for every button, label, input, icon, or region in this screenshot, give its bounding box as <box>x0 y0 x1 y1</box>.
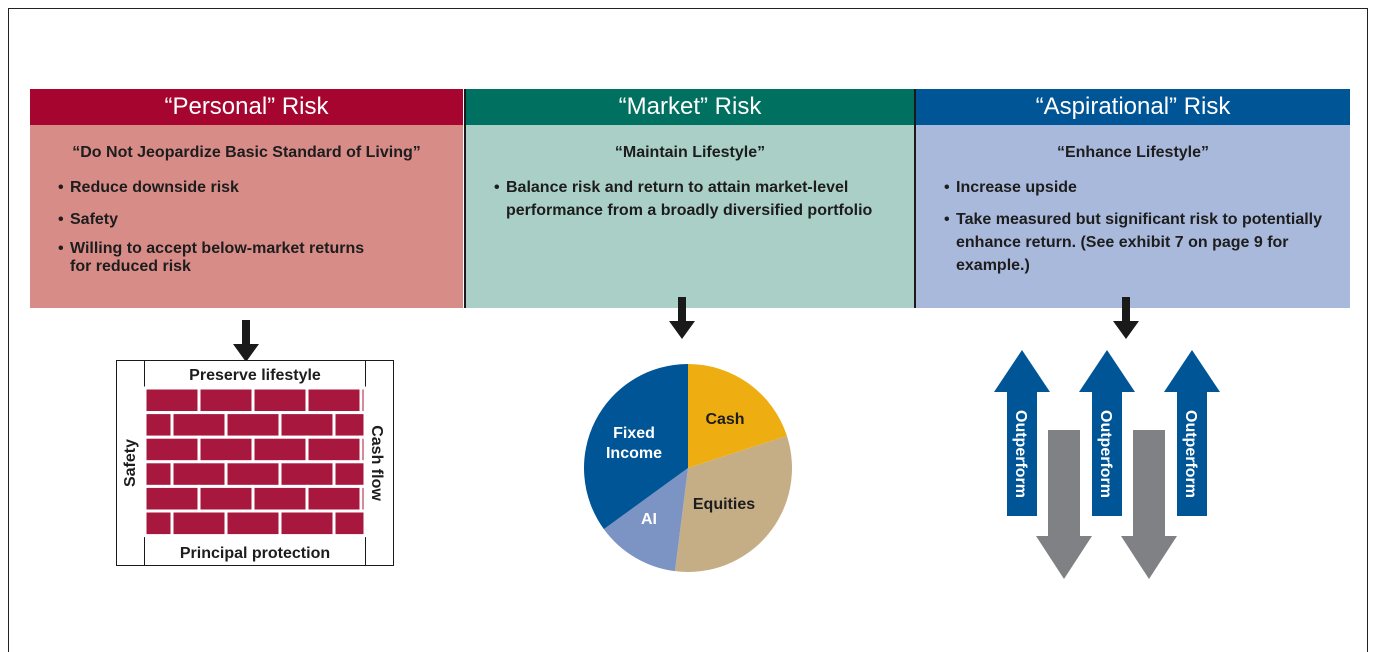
up-arrow-icon <box>994 350 1050 516</box>
brick <box>197 484 255 513</box>
brick <box>278 460 336 488</box>
down-arrow-icon <box>1113 297 1139 339</box>
pie-slice <box>603 468 688 572</box>
brick <box>332 411 367 439</box>
outperform-arrows: Outperform Outperform Outperform <box>994 350 1220 579</box>
brick <box>332 509 367 538</box>
up-arrow-icon <box>1079 350 1135 516</box>
brick <box>224 460 282 488</box>
brick <box>143 411 174 439</box>
up-arrow-icon <box>1164 350 1220 516</box>
market-risk-title: “Market” Risk <box>466 89 914 125</box>
brick <box>197 435 255 464</box>
outperform-label: Outperform <box>1182 410 1199 498</box>
brick <box>278 509 336 538</box>
aspirational-risk-bullet: Take measured but significant risk to po… <box>944 208 1344 277</box>
down-arrow-icon <box>669 297 695 339</box>
brick <box>224 509 282 538</box>
brick <box>359 435 367 464</box>
personal-risk-title: “Personal” Risk <box>30 89 463 125</box>
brick <box>170 509 228 538</box>
brick <box>251 386 309 415</box>
brick <box>197 386 255 415</box>
wall-top-label: Preserve lifestyle <box>189 367 321 384</box>
personal-risk-column: “Personal” Risk “Do Not Jeopardize Basic… <box>30 89 463 308</box>
bricks <box>143 386 367 538</box>
wall-right-label: Cash flow <box>368 425 385 501</box>
personal-risk-bullet: Willing to accept below-market returns f… <box>58 240 370 276</box>
aspirational-risk-column: “Aspirational” Risk “Enhance Lifestyle” … <box>916 89 1350 308</box>
outperform-label: Outperform <box>1097 410 1114 498</box>
wall-left-label: Safety <box>122 439 139 487</box>
brick <box>305 386 363 415</box>
brick-wall-diagram: Preserve lifestyle Principal protection … <box>116 360 394 566</box>
column-divider <box>464 89 466 308</box>
pie-slice <box>584 364 688 530</box>
brick <box>143 386 201 415</box>
brick <box>143 509 174 538</box>
brick <box>278 411 336 439</box>
pie-label: AI <box>641 511 657 528</box>
pie-slice <box>674 435 792 572</box>
pie-label: Equities <box>693 496 755 513</box>
market-risk-subtitle: “Maintain Lifestyle” <box>614 144 766 161</box>
brick <box>359 386 367 415</box>
aspirational-risk-subtitle: “Enhance Lifestyle” <box>1056 144 1210 161</box>
pie-slice <box>688 364 787 468</box>
brick <box>305 484 363 513</box>
brick <box>359 484 367 513</box>
brick <box>143 484 201 513</box>
brick <box>143 460 174 488</box>
pie-label: Cash <box>705 411 744 428</box>
personal-risk-bullet: Safety <box>58 208 418 231</box>
personal-risk-body: “Do Not Jeopardize Basic Standard of Liv… <box>30 125 463 308</box>
down-arrow-icon <box>1036 430 1092 579</box>
wall-bottom-label: Principal protection <box>180 545 330 562</box>
personal-risk-bullet: Reduce downside risk <box>58 176 418 199</box>
brick <box>305 435 363 464</box>
personal-risk-subtitle: “Do Not Jeopardize Basic Standard of Liv… <box>72 144 421 161</box>
brick <box>170 411 228 439</box>
brick <box>251 435 309 464</box>
column-divider <box>914 89 916 308</box>
down-arrow-icon <box>233 320 259 362</box>
brick <box>251 484 309 513</box>
aspirational-risk-bullet: Increase upside <box>944 176 1344 199</box>
brick <box>170 460 228 488</box>
brick <box>224 411 282 439</box>
brick <box>332 460 367 488</box>
market-risk-body: “Maintain Lifestyle” Balance risk and re… <box>466 125 914 308</box>
down-arrow-icon <box>1121 430 1177 579</box>
market-risk-bullet: Balance risk and return to attain market… <box>494 176 889 222</box>
aspirational-risk-body: “Enhance Lifestyle” Increase upside Take… <box>916 125 1350 308</box>
outperform-label: Outperform <box>1012 410 1029 498</box>
brick <box>143 435 201 464</box>
market-risk-column: “Market” Risk “Maintain Lifestyle” Balan… <box>466 89 914 308</box>
aspirational-risk-title: “Aspirational” Risk <box>916 89 1350 125</box>
